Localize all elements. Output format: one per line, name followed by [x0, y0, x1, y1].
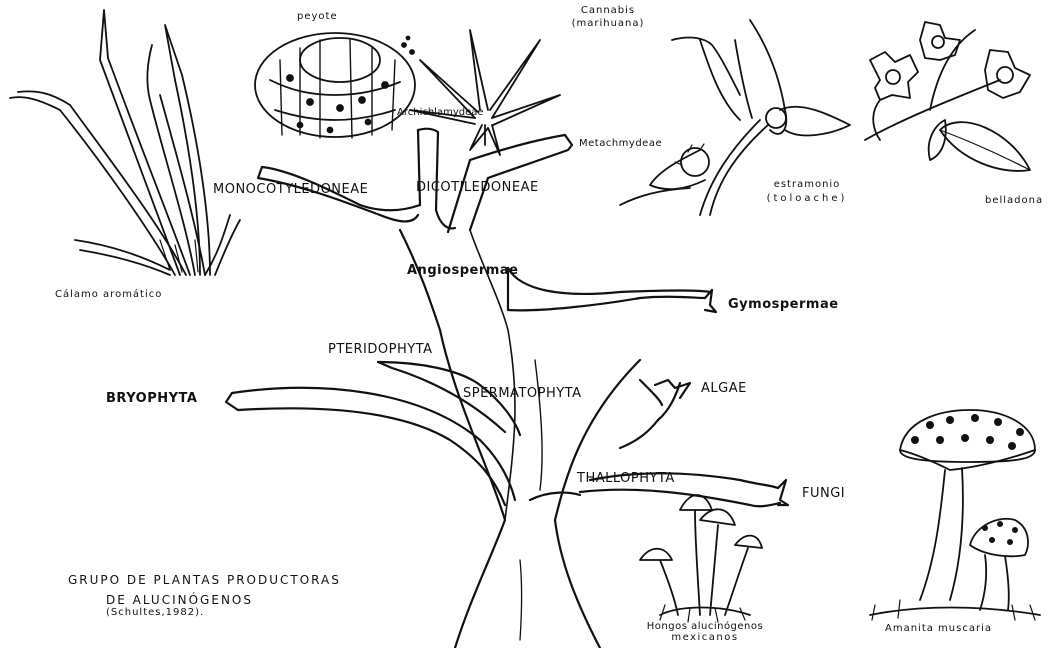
label-pteridophyta: PTERIDOPHYTA [328, 343, 432, 356]
caption-estramonio-line2: (toloache) [757, 194, 857, 204]
branch-angiosperm [258, 129, 716, 312]
figure-citation: (Schultes,1982). [106, 608, 341, 618]
caption-hongos-line1: Hongos alucinógenos [630, 622, 780, 632]
caption-amanita: Amanita muscaria [885, 624, 992, 634]
amanita-illustration [870, 410, 1040, 620]
label-spermatophyta: SPERMATOPHYTA [463, 387, 582, 400]
caption-calamo-aromatico: Cálamo aromático [55, 290, 162, 300]
label-archichlamydeae: Archichlamydeae [397, 108, 484, 118]
label-angiospermae: Angiospermae [407, 264, 518, 277]
figure-title: GRUPO DE PLANTAS PRODUCTORAS DE ALUCINÓG… [68, 574, 341, 618]
label-thallophyta: THALLOPHYTA [577, 472, 675, 485]
caption-estramonio-line1: estramonio [757, 180, 857, 190]
caption-cannabis-line1: Cannabis [563, 6, 653, 16]
caption-cannabis-line2: (marihuana) [563, 19, 653, 29]
peyote-illustration [255, 33, 415, 138]
figure-title-line2: DE ALUCINÓGENOS [106, 594, 341, 606]
label-metachmydeae: Metachmydeae [579, 139, 662, 149]
hongos-illustration [640, 495, 762, 622]
branch-thallophyta [580, 380, 788, 506]
label-algae: ALGAE [701, 382, 747, 395]
label-gymospermae: Gymospermae [728, 298, 839, 311]
calamo-aromatico-illustration [10, 10, 240, 275]
caption-cannabis: Cannabis (marihuana) [563, 6, 653, 29]
figure-title-line1: GRUPO DE PLANTAS PRODUCTORAS [68, 574, 341, 586]
belladona-illustration [865, 22, 1030, 171]
caption-hongos-line2: mexicanos [630, 633, 780, 643]
caption-estramonio: estramonio (toloache) [757, 180, 857, 204]
caption-hongos: Hongos alucinógenos mexicanos [630, 622, 780, 643]
caption-belladona: belladona [985, 196, 1043, 206]
amanita-spots [911, 414, 1024, 545]
cannabis-illustration [410, 30, 560, 155]
label-dicotiledoneae: DICOTILEDONEAE [416, 181, 539, 194]
label-bryophyta: BRYOPHYTA [106, 392, 197, 405]
label-monocotyledoneae: MONOCOTYLEDONEAE [213, 183, 368, 196]
caption-peyote: peyote [297, 12, 338, 22]
label-fungi: FUNGI [802, 487, 845, 500]
